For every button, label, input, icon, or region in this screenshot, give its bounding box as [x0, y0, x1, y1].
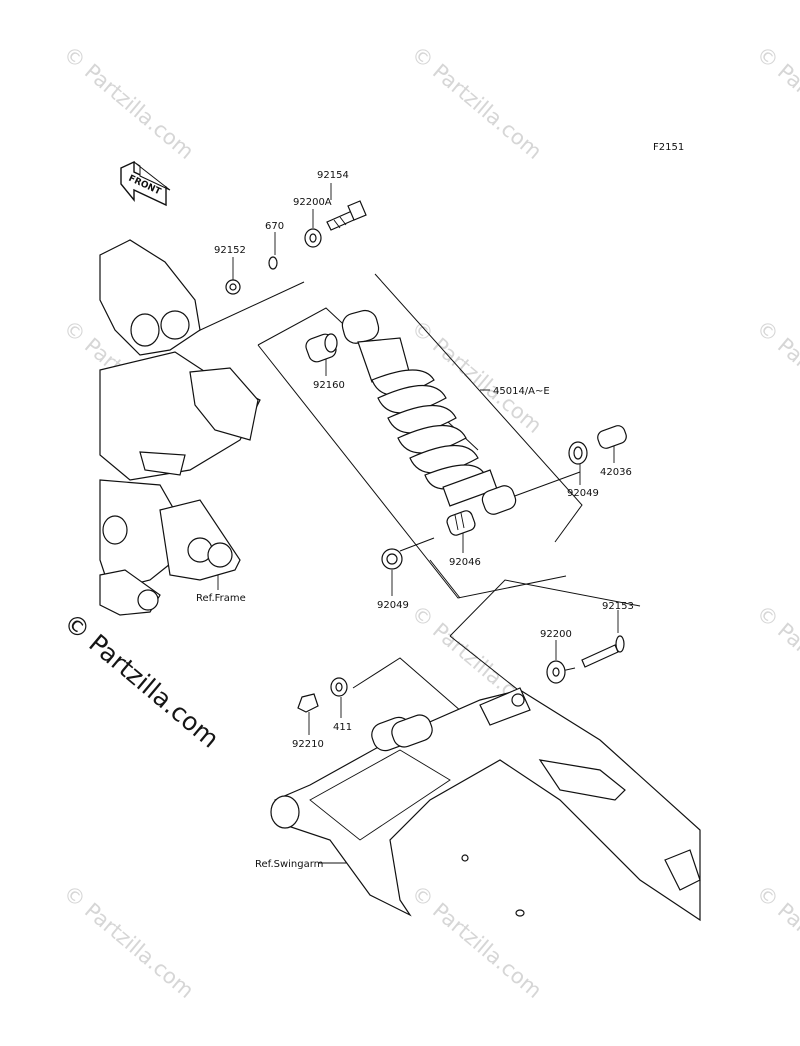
label-92046: 92046 — [449, 557, 481, 568]
label-ref-frame: Ref.Frame — [196, 593, 246, 604]
watermark: © Partzilla.com — [407, 41, 547, 164]
bolt-92153 — [581, 635, 625, 668]
watermark: © Partzilla.com — [407, 880, 547, 1003]
label-670: 670 — [265, 221, 284, 232]
collar-42036 — [597, 425, 627, 449]
watermark: © Partzilla.com — [59, 880, 199, 1003]
bolt-92154 — [326, 200, 367, 231]
label-92210: 92210 — [292, 739, 324, 750]
label-42036: 42036 — [600, 467, 632, 478]
watermark: © Partzilla.com — [59, 41, 199, 164]
label-92154: 92154 — [317, 170, 349, 181]
collar-92152 — [225, 279, 241, 295]
watermark-bold: © Partzilla.com — [58, 607, 224, 753]
label-92152: 92152 — [214, 245, 246, 256]
label-92049-left: 92049 — [377, 600, 409, 611]
label-92160: 92160 — [313, 380, 345, 391]
shock-absorber-45014 — [341, 309, 517, 515]
label-92049-right: 92049 — [567, 488, 599, 499]
nut-92210 — [297, 693, 319, 713]
bearing-92046 — [446, 510, 476, 536]
watermark: © Partzilla.com — [752, 600, 800, 723]
washer-411 — [330, 677, 348, 697]
label-ref-swingarm: Ref.Swingarm — [255, 859, 323, 870]
watermark: © Partzilla.com — [752, 315, 800, 438]
seal-92049-right — [568, 441, 588, 465]
swingarm-outline — [270, 687, 701, 922]
ring-670 — [268, 256, 278, 270]
frame-outline — [99, 239, 261, 616]
washer-92200 — [546, 660, 566, 684]
front-arrow-icon: FRONT — [120, 160, 171, 207]
label-92153: 92153 — [602, 601, 634, 612]
label-411: 411 — [333, 722, 352, 733]
seal-92049-left — [381, 548, 403, 570]
label-92200A: 92200A — [293, 197, 332, 208]
part-labels: 92154 92200A 670 92152 92160 45014/A~E 4… — [196, 170, 634, 870]
watermark: © Partzilla.com — [752, 880, 800, 1003]
label-92200: 92200 — [540, 629, 572, 640]
washer-92200A — [304, 228, 322, 248]
watermark: © Partzilla.com — [752, 41, 800, 164]
diagram-code: F2151 — [653, 142, 684, 153]
label-45014: 45014/A~E — [493, 386, 550, 397]
collar-92160 — [305, 333, 338, 363]
